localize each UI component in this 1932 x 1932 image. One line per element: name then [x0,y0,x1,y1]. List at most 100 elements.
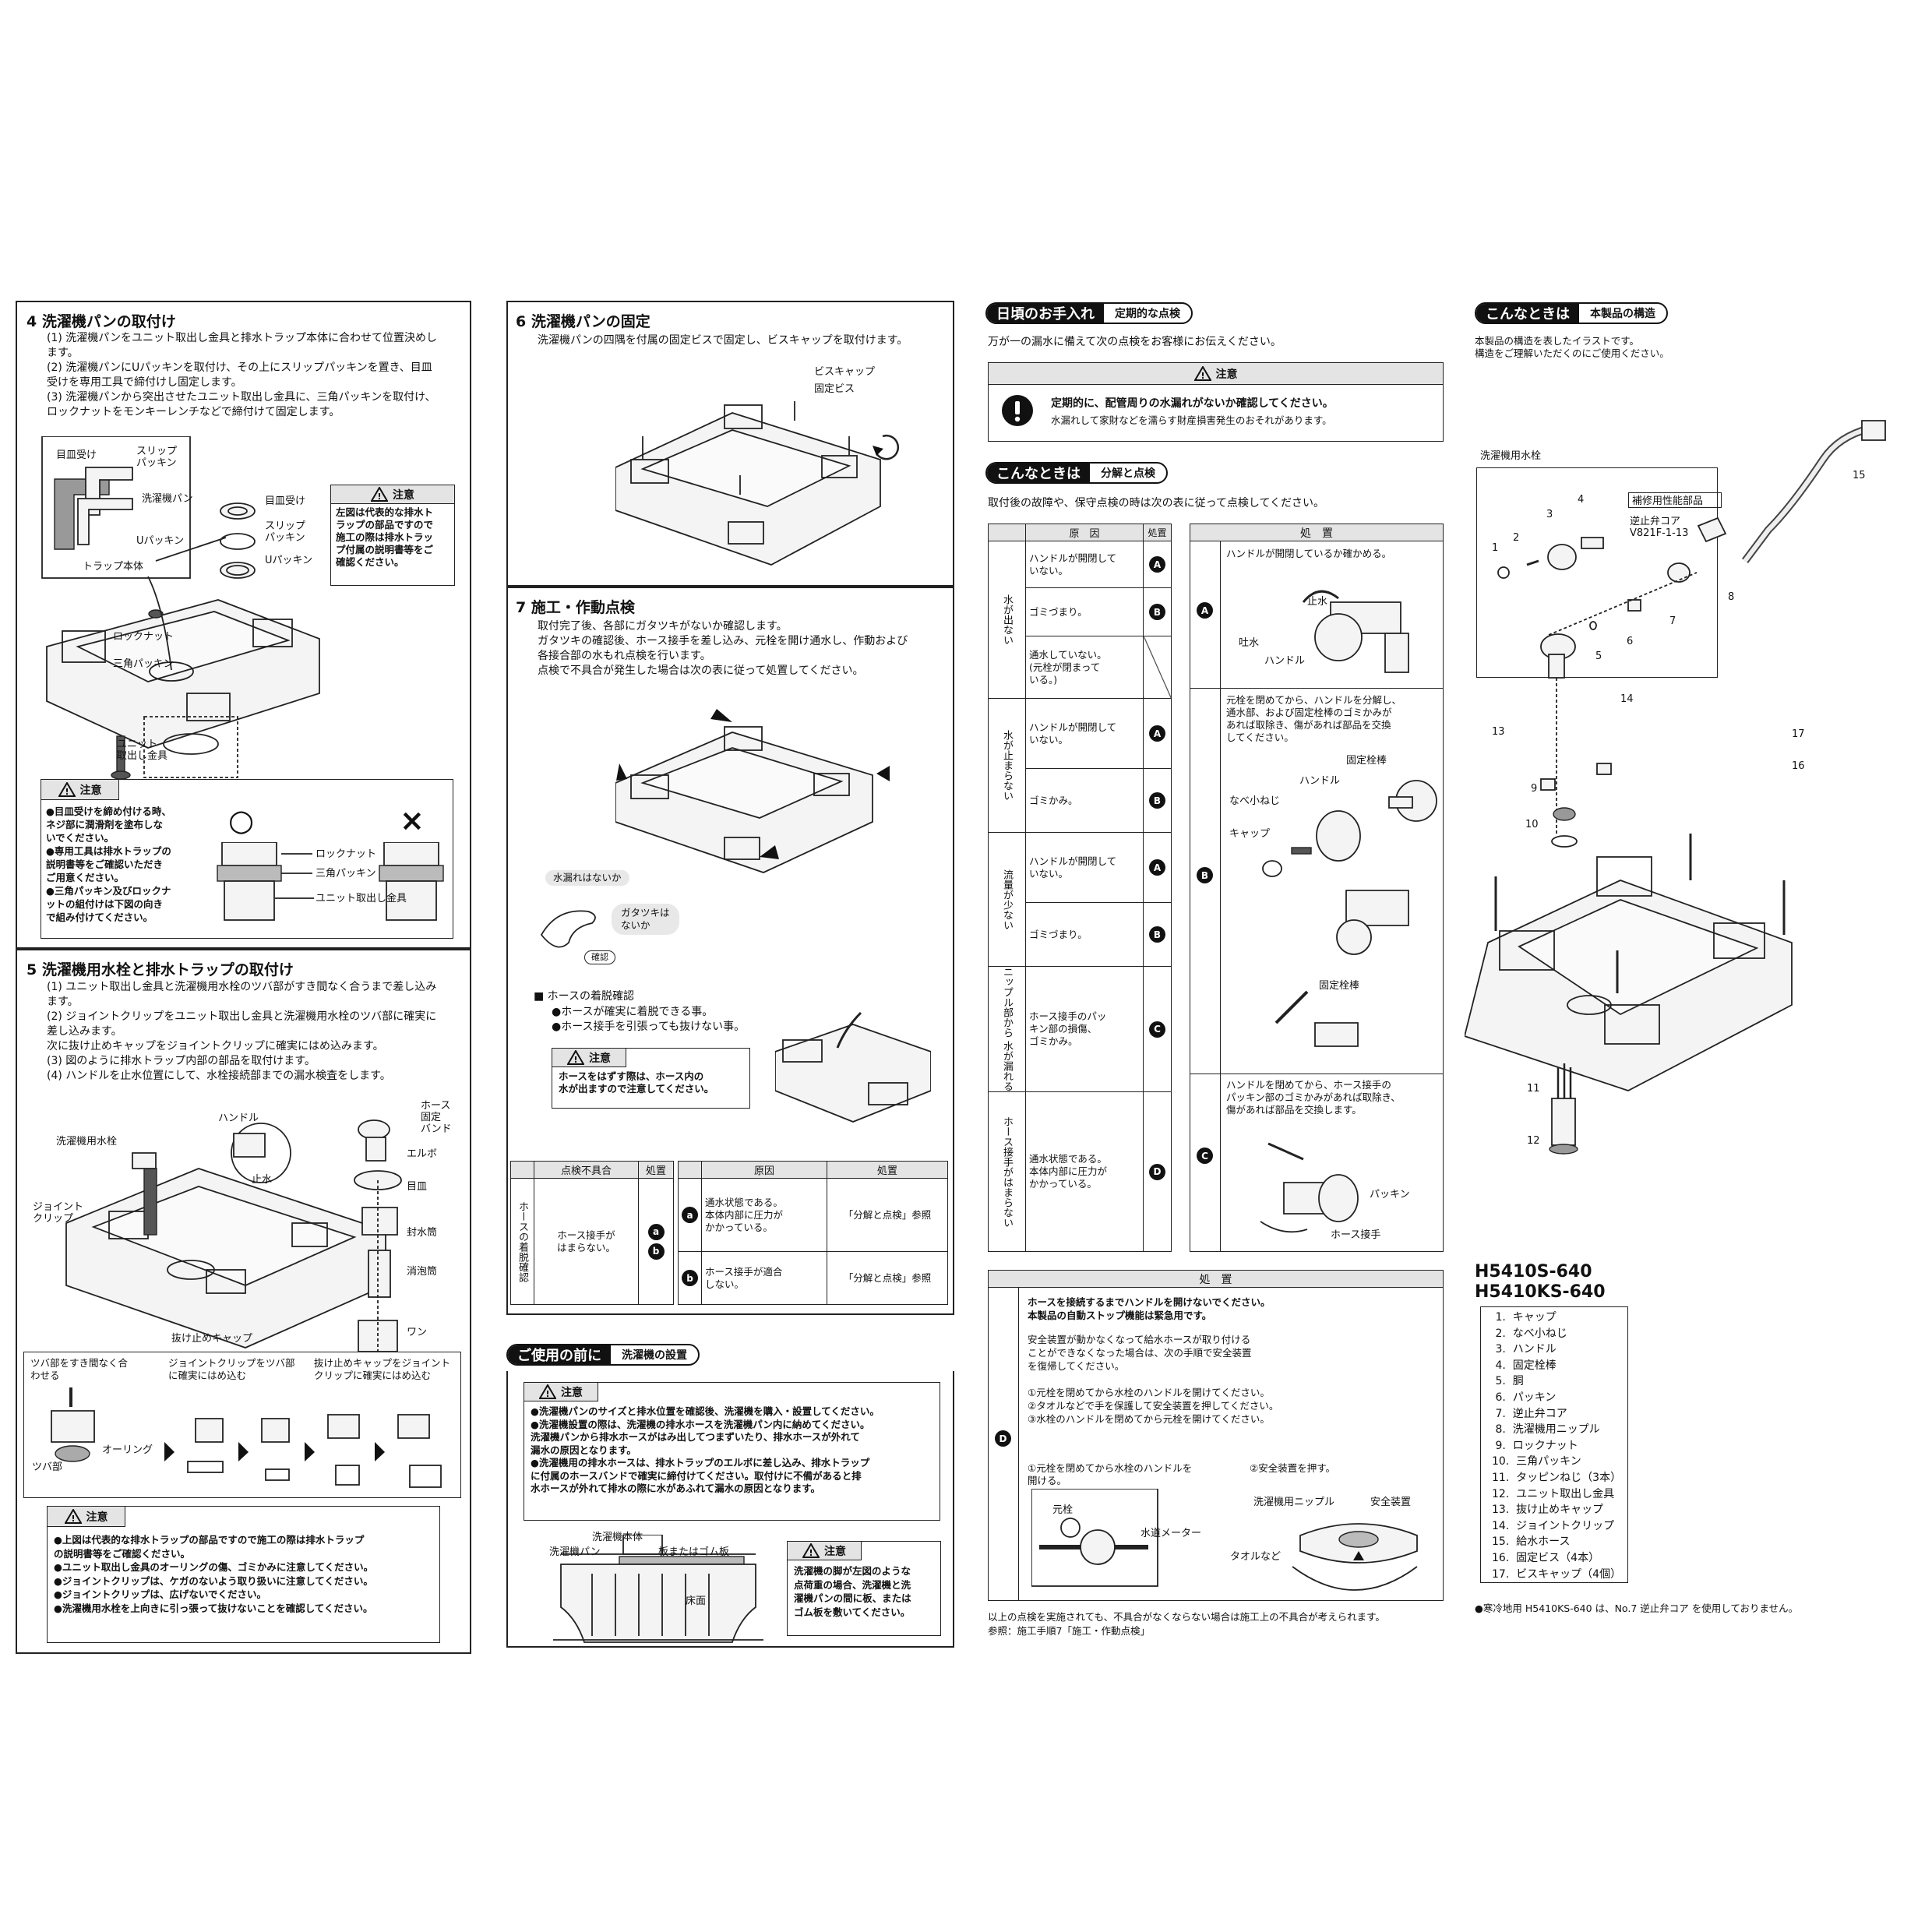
th-cause: 原因 [701,1161,827,1179]
inspection-illustration [615,709,890,873]
caution-title: 注意 [561,1386,583,1399]
caution-box-before-2: !注意 洗濯機の脚が左図のような 点荷重の場合、洗濯機と洗 濯機パンの間に板、ま… [787,1541,941,1636]
symptom-low-flow: 流量が少ない [1001,869,1013,930]
remedy-a: 「分解と点検」参照 [827,1177,948,1253]
correct-mark: ○ [228,803,255,837]
seq-step-3: 抜け止めキャップをジョイント クリップに確実にはめ込む [314,1357,451,1381]
symptom-wont-stop: 水が止まらない [1001,730,1013,801]
parts-list-item: 5. 胴 [1492,1375,1524,1388]
ref-a-badge: a [647,1223,665,1240]
heading-light: 分解と点検 [1101,467,1155,480]
svg-text:!: ! [545,1389,549,1399]
parts-list-item: 7. 逆止弁コア [1492,1407,1567,1420]
seq-step-2: ジョイントクリップをツバ部 に確実にはめ込む [168,1357,295,1381]
cause-cell: ホース接手のパッ キン部の損傷、 ゴミかみ。 [1025,965,1144,1093]
section-7-text: 取付完了後、各部にガタツキがないか確認します。 ガタツキの確認後、ホース接手を差… [538,620,908,677]
spare-part-box [1628,492,1722,508]
heading-light: 洗濯機の設置 [622,1349,687,1362]
label-board: 板またはゴム板 [658,1546,730,1558]
caution-box-4b: !注意 ●目皿受けを締め付ける時、 ネジ部に潤滑剤を塗布しな いでください。 ●… [41,779,453,939]
cause-cell: ゴミづまり。 [1025,902,1144,967]
faucet-trap-illustration [65,1119,402,1356]
confirm-badge: 確認 [584,950,615,964]
ref-badge: A [1149,556,1165,573]
model-number-1: H5410S-640 [1475,1262,1592,1282]
nut-orientation-illustration [217,842,444,921]
part-num-10: 10 [1525,819,1539,830]
before-use-frame [506,1371,954,1648]
label-defoam-tube: 消泡筒 [407,1266,438,1278]
before-use-heading: ご使用の前に洗濯機の設置 [506,1344,700,1366]
label-main-valve: 元栓 [1052,1504,1074,1516]
label-pan-screw: なべ小ねじ [1229,795,1281,807]
label-faucet-struct: 洗濯機用水栓 [1480,450,1542,462]
disassembly-illustration [1262,780,1437,1047]
label-unit-fitting-3: ユニット取出し金具 [316,893,407,904]
model-number-2: H5410KS-640 [1475,1282,1606,1302]
parts-list-item: 1. キャップ [1492,1311,1557,1324]
cause-a: 通水状態である。 本体内部に圧力が かかっている。 [701,1177,827,1253]
pan-fixing-illustration [615,401,900,566]
label-medzara-uke: 目皿受け [56,450,97,461]
th-action: 処置 [638,1161,674,1179]
parts-list-item: 3. ハンドル [1492,1343,1557,1356]
fault-hose-no-fit: ホース接手が はまらない。 [534,1178,639,1305]
safety-device-illustration [1292,1523,1418,1591]
hose-check-text: ●ホースが確実に着脱できる事。 ●ホース接手を引張っても抜けない事。 [552,1006,746,1033]
remedy-d-badge: D [995,1430,1011,1447]
section-5-title: 5 洗濯機用水栓と排水トラップの取付け [26,961,294,978]
section-4-title: 4 洗濯機パンの取付け [26,313,176,330]
heading-dark: ご使用の前に [508,1345,611,1364]
part-num-4: 4 [1578,494,1585,506]
warning-icon: ! [802,1543,820,1558]
caution-text-before: ●洗濯機パンのサイズと排水位置を確認後、洗濯機を購入・設置してください。 ●洗濯… [531,1405,880,1494]
trap-rings-icon [220,502,256,579]
sequence-illustration [51,1387,442,1488]
structure-exploded-illustration [1465,420,1886,1155]
parts-list-item: 17. ビスキャップ（4個） [1492,1567,1622,1581]
th-remedy: 処置 [827,1161,948,1179]
remedy-d-bold: ホースを接続するまでハンドルを開けないでください。 本製品の自動ストップ機能は緊… [1028,1296,1271,1321]
trouble-heading: こんなときは分解と点検 [985,462,1168,484]
label-slip-packing-2: スリップ パッキン [265,520,306,544]
label-medzara-uke-2: 目皿受け [265,495,306,507]
warning-icon: ! [539,1384,556,1399]
part-num-17: 17 [1792,728,1805,740]
label-lock-nut: ロックナット [113,631,175,643]
remedy-c-text: ハンドルを閉めてから、ホース接手の パッキン部のゴミかみがあれば取除き、 傷があ… [1226,1079,1401,1116]
bubble-loose: ガタツキは ないか [612,904,679,935]
exclamation-icon [1002,395,1033,426]
label-bowl: ワン [407,1327,428,1338]
meter-illustration [1031,1489,1158,1587]
warning-icon: ! [64,1509,82,1524]
caution-title: 注意 [86,1511,108,1524]
symptom-hose-no-fit: ホース接手がはまらない [1001,1116,1013,1228]
label-faucet: 洗濯機用水栓 [56,1136,118,1148]
ref-badge: A [1149,859,1165,876]
cause-cell: ゴミかみ。 [1025,768,1144,833]
part-num-16: 16 [1792,760,1805,772]
label-safety-device: 安全装置 [1370,1497,1412,1508]
section-6-frame [506,301,954,587]
label-towel: タオルなど [1230,1551,1282,1563]
label-check-valve: 逆止弁コア V821F-1-13 [1630,516,1689,539]
wrong-mark: × [400,803,425,837]
remedy-d-step2: ②安全装置を押す。 [1250,1462,1335,1474]
label-stopper-cap: 抜け止めキャップ [171,1333,253,1345]
ref-badge: B [1149,604,1165,620]
ref-badge: D [1149,1163,1165,1180]
caution-box-7: !注意 ホースをはずす際は、ホース内の 水が出ますので注意してください。 [552,1048,750,1109]
part-num-13: 13 [1492,726,1505,738]
part-num-14: 14 [1620,693,1634,705]
part-num-5: 5 [1595,650,1602,662]
cause-cell: ハンドルが開閉して いない。 [1025,698,1144,769]
part-num-6: 6 [1627,636,1634,647]
label-floor: 床面 [686,1595,707,1607]
svg-text:!: ! [809,1548,813,1558]
warning-icon: ! [58,782,76,797]
ref-badge: B [1149,926,1165,943]
caution-title: 注意 [393,488,414,502]
cause-cell: ゴミづまり。 [1025,587,1144,636]
label-slip-packing: スリップ パッキン [136,446,178,469]
label-hose-band: ホース 固定 バンド [421,1100,452,1135]
